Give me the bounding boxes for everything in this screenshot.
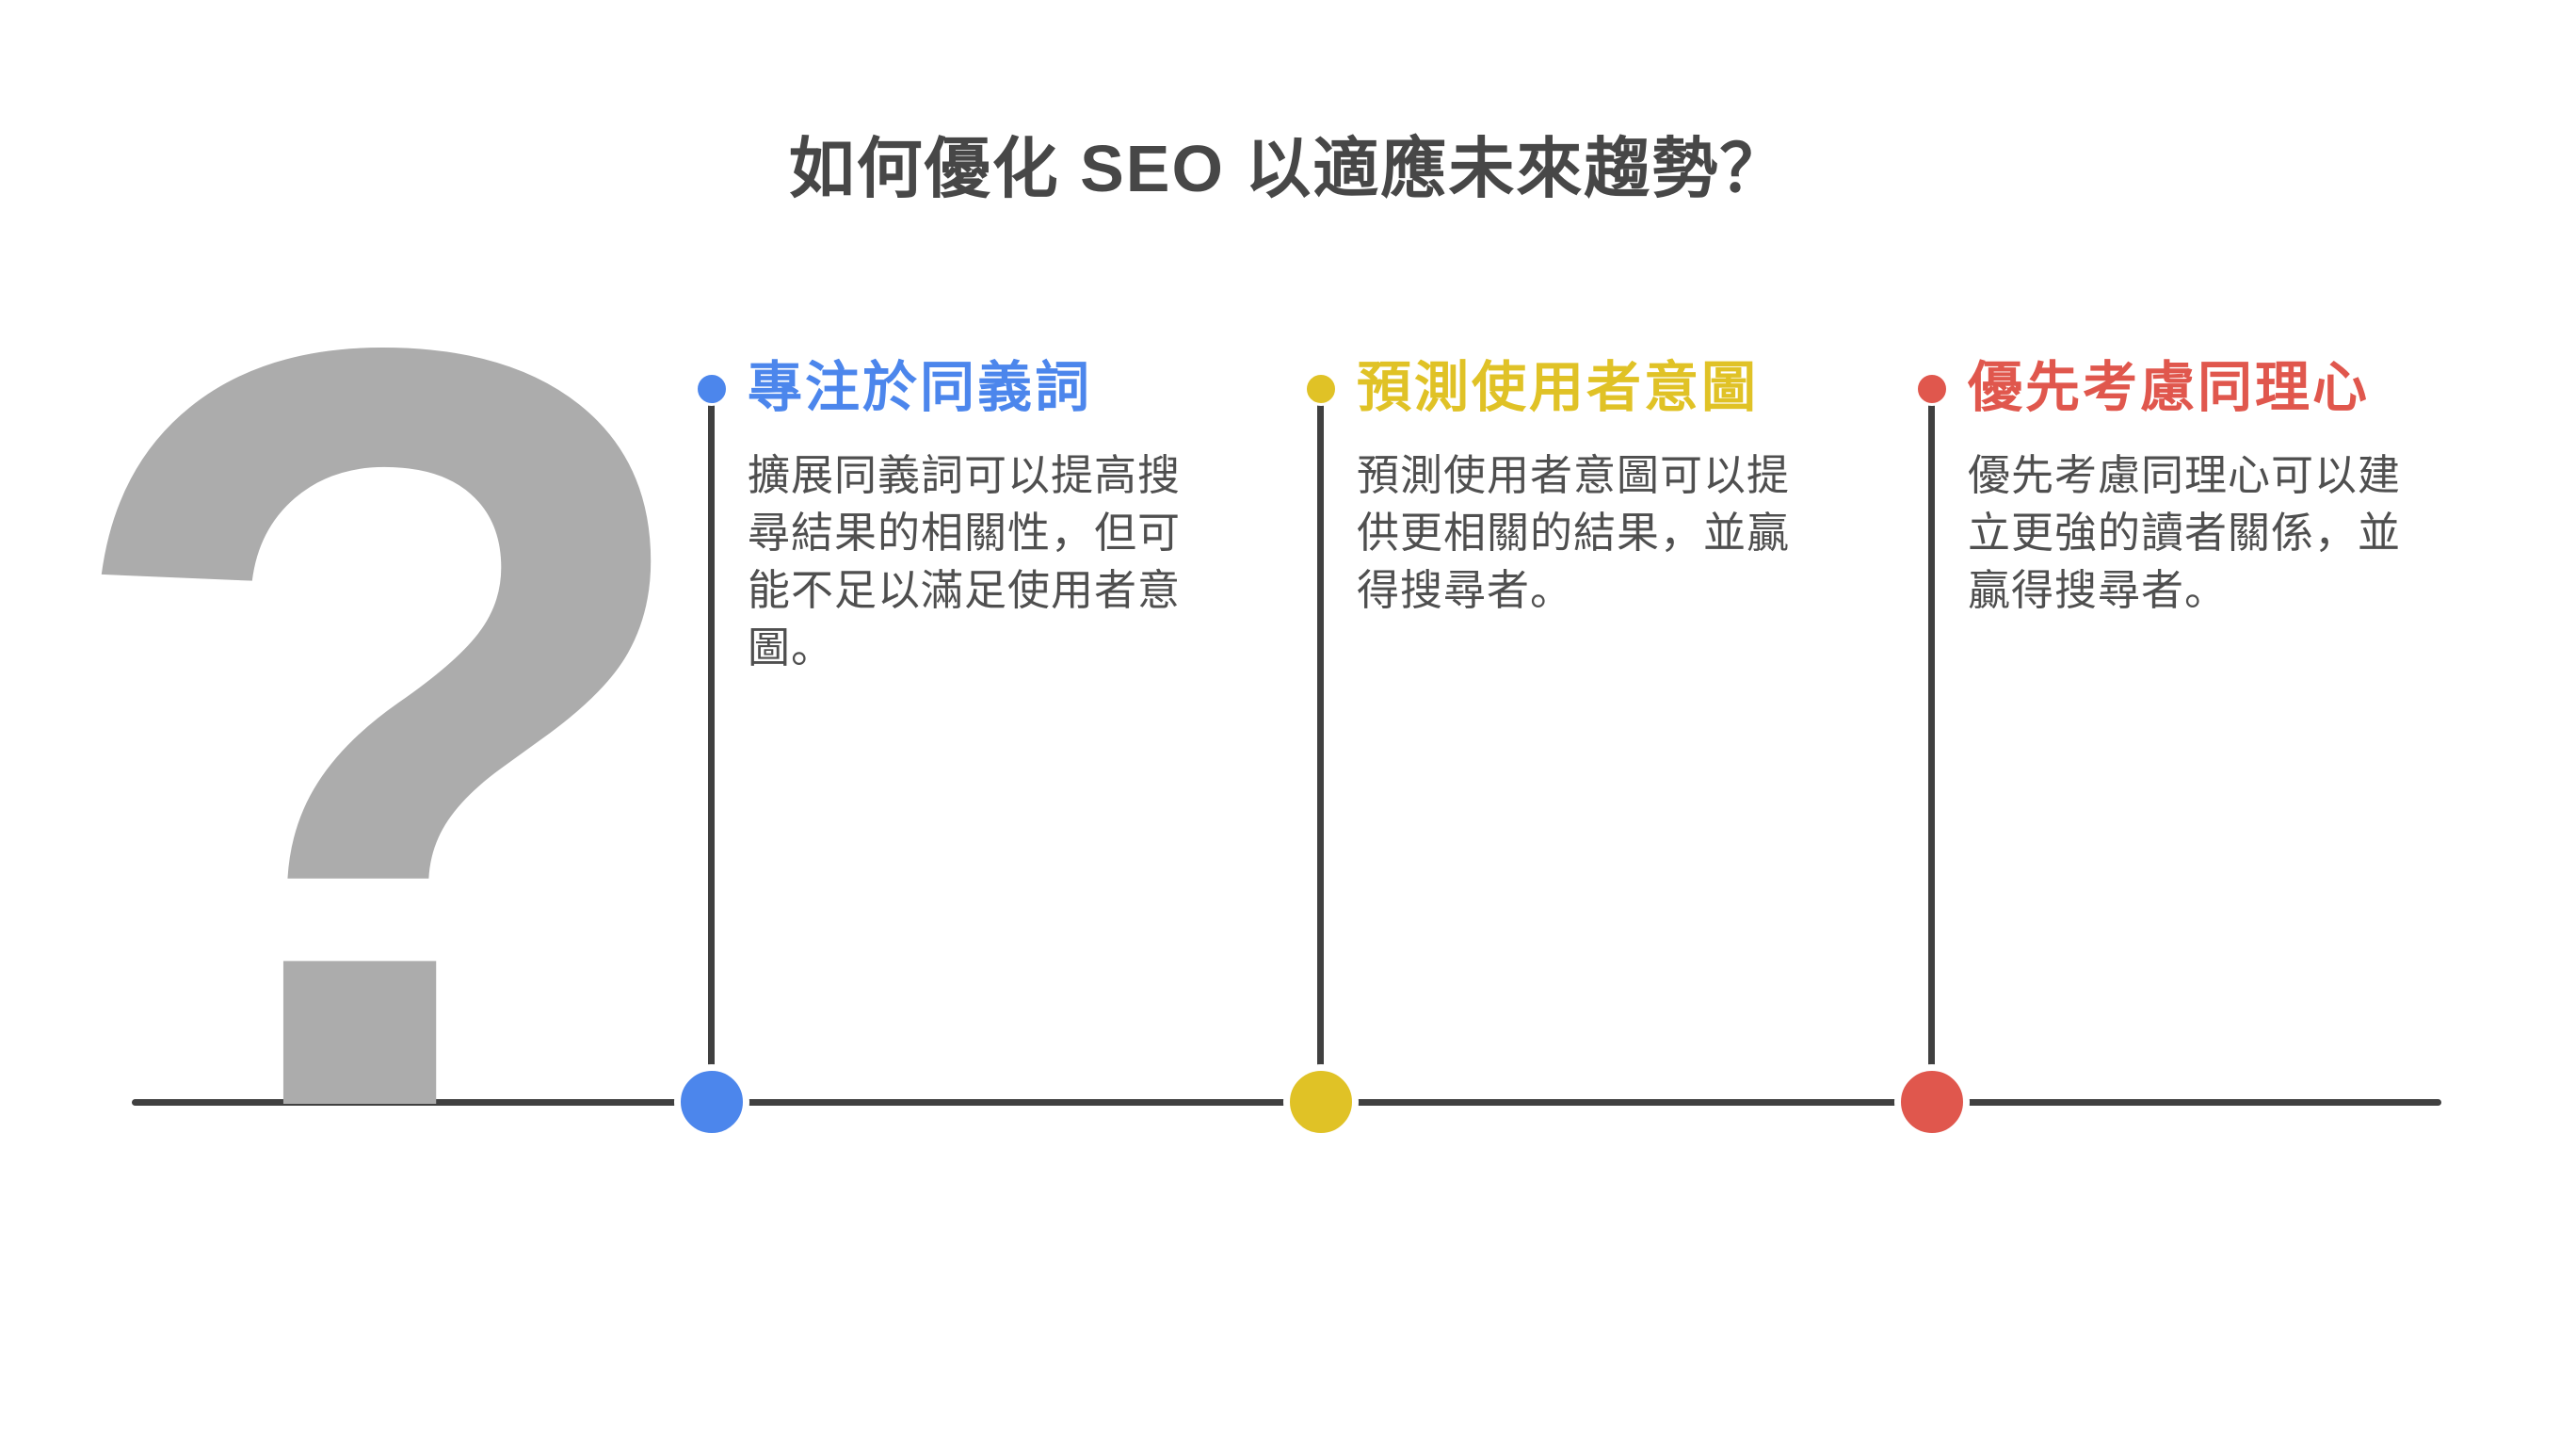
connector-line — [1928, 405, 1935, 1067]
question-mark-decoration: ? — [52, 123, 714, 1334]
item-heading: 預測使用者意圖 — [1357, 357, 1760, 418]
timeline-node-icon — [1283, 1064, 1359, 1140]
timeline-node-icon — [674, 1064, 749, 1140]
item-description: 擴展同義詞可以提高搜尋結果的相關性，但可能不足以滿足使用者意圖。 — [748, 451, 1182, 672]
bullet-dot-icon — [1304, 372, 1338, 406]
item-heading: 專注於同義詞 — [748, 357, 1093, 418]
bullet-dot-icon — [1915, 372, 1949, 406]
connector-line — [708, 405, 715, 1067]
page-title: 如何優化 SEO 以適應未來趨勢？ — [788, 132, 1788, 205]
bullet-dot-icon — [695, 372, 729, 406]
item-heading: 優先考慮同理心 — [1968, 357, 2371, 418]
timeline-node-icon — [1894, 1064, 1970, 1140]
item-description: 預測使用者意圖可以提供更相關的結果，並贏得搜尋者。 — [1357, 451, 1791, 614]
item-description: 優先考慮同理心可以建立更強的讀者關係，並贏得搜尋者。 — [1968, 451, 2402, 614]
connector-line — [1317, 405, 1324, 1067]
